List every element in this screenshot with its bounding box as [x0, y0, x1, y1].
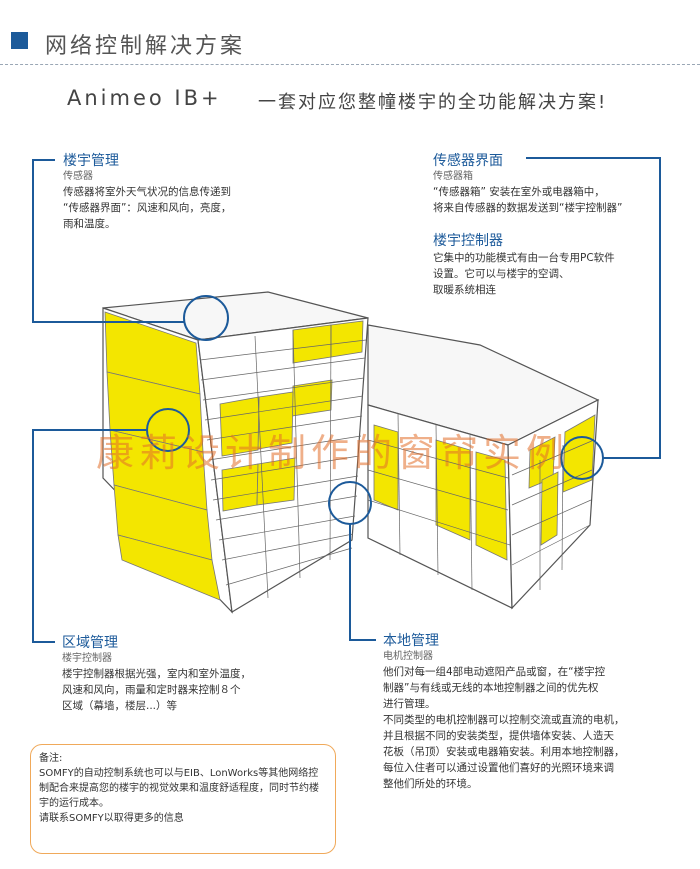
- note-line: 制配合来提高您的楼宇的视觉效果和温度舒适程度，同时节约楼: [39, 783, 319, 794]
- header-square-icon: [11, 32, 28, 49]
- section-sensor-interface: 传感器界面 传感器箱 “传感器箱” 安装在室外或电器箱中， 将来自传感器的数据发…: [433, 152, 673, 216]
- section-zone-management: 区域管理 楼宇控制器 楼宇控制器根据光强，室内和室外温度， 风速和风向，雨量和定…: [62, 634, 322, 714]
- section-building-controller: 楼宇控制器 它集中的功能模式有由一台专用PC软件 设置。它可以与楼宇的空调、 取…: [433, 232, 673, 298]
- sensor-callout-circle: [183, 295, 229, 341]
- section-title: 楼宇管理: [63, 153, 119, 169]
- section-line: 花板（吊顶）安装或电器箱安装。利用本地控制器，: [383, 746, 625, 758]
- section-device: 传感器: [63, 171, 93, 182]
- section-line: 雨和温度。: [63, 218, 116, 230]
- product-tagline: 一套对应您整幢楼宇的全功能解决方案!: [258, 92, 608, 113]
- section-local-management: 本地管理 电机控制器 他们对每一组4部电动遮阳产品或窗，在“楼宇控 制器”与有线…: [383, 632, 683, 792]
- section-title: 传感器界面: [433, 153, 503, 169]
- section-title: 本地管理: [383, 633, 439, 649]
- note-line: 宇的运行成本。: [39, 798, 109, 809]
- section-building-management: 楼宇管理 传感器 传感器将室外天气状况的信息传递到 “传感器界面”：风速和风向，…: [63, 152, 303, 232]
- section-line: 不同类型的电机控制器可以控制交流或直流的电机，: [383, 714, 625, 726]
- section-device: 楼宇控制器: [62, 653, 112, 664]
- section-line: 他们对每一组4部电动遮阳产品或窗，在“楼宇控: [383, 666, 606, 678]
- section-title: 楼宇控制器: [433, 233, 503, 249]
- section-device: 传感器箱: [433, 171, 473, 182]
- section-line: 楼宇控制器根据光强，室内和室外温度，: [62, 668, 251, 680]
- section-line: 进行管理。: [383, 698, 436, 710]
- page-header: 网络控制解决方案: [0, 0, 700, 70]
- section-line: 制器”与有线或无线的本地控制器之间的优先权: [383, 682, 599, 694]
- section-line: “传感器界面”：风速和风向，亮度，: [63, 202, 232, 214]
- section-line: “传感器箱” 安装在室外或电器箱中，: [433, 186, 605, 198]
- section-line: 将来自传感器的数据发送到“楼宇控制器”: [433, 202, 623, 214]
- section-line: 区域（幕墙，楼层...）等: [62, 700, 178, 712]
- section-device: 电机控制器: [383, 651, 433, 662]
- section-line: 取暖系统相连: [433, 284, 496, 296]
- section-line: 并且根据不同的安装类型，提供墙体安装、人造天: [383, 730, 614, 742]
- note-line: 请联系SOMFY以取得更多的信息: [39, 813, 184, 824]
- note-box: 备注: SOMFY的自动控制系统也可以与EIB、LonWorks等其他网络控 制…: [30, 744, 336, 854]
- section-line: 每位入住者可以通过设置他们喜好的光照环境来调: [383, 762, 614, 774]
- section-line: 设置。它可以与楼宇的空调、: [433, 268, 570, 280]
- header-divider: [0, 64, 700, 65]
- section-line: 整他们所处的环境。: [383, 778, 478, 790]
- section-line: 传感器将室外天气状况的信息传递到: [63, 186, 231, 198]
- watermark-text: 康莉设计制作的窗帘实例: [96, 431, 570, 475]
- note-title: 备注:: [39, 753, 63, 764]
- note-line: SOMFY的自动控制系统也可以与EIB、LonWorks等其他网络控: [39, 768, 319, 779]
- product-name: Animeo IB+: [67, 86, 222, 110]
- section-line: 它集中的功能模式有由一台专用PC软件: [433, 252, 615, 264]
- section-title: 区域管理: [62, 635, 118, 651]
- header-title: 网络控制解决方案: [45, 34, 246, 59]
- section-line: 风速和风向，雨量和定时器来控制８个: [62, 684, 241, 696]
